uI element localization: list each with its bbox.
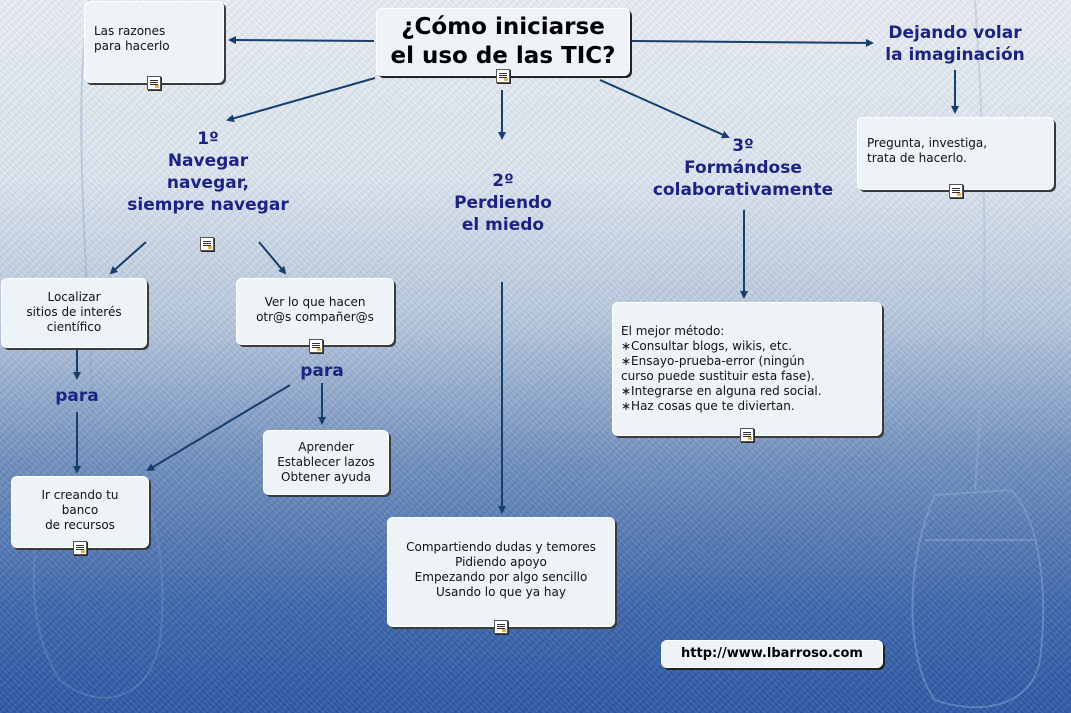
arrow-to-localizar bbox=[109, 241, 147, 275]
main-title: ¿Cómo iniciarse el uso de las TIC? bbox=[376, 8, 630, 76]
mouse-illustration-right bbox=[911, 0, 1045, 709]
box-banco: Ir creando tu banco de recursos bbox=[11, 476, 149, 548]
pregunta-text: Pregunta, investiga, trata de hacerlo. bbox=[867, 136, 988, 165]
note-icon[interactable] bbox=[740, 428, 754, 442]
label-perdiendo: 2º Perdiendo el miedo bbox=[454, 171, 552, 235]
note-icon[interactable] bbox=[496, 69, 510, 83]
label-navegar: 1º Navegar navegar, siempre navegar bbox=[127, 129, 289, 215]
mouse-illustration-left bbox=[32, 0, 164, 699]
razones-text: Las razones para hacerlo bbox=[94, 24, 170, 53]
arrow-to-ver bbox=[258, 241, 287, 275]
ver-text: Ver lo que hacen otr@s compañer@s bbox=[256, 295, 374, 324]
banco-text: Ir creando tu banco de recursos bbox=[41, 488, 119, 532]
label-para-1: para bbox=[55, 386, 99, 406]
label-formandose: 3º Formándose colaborativamente bbox=[652, 136, 834, 200]
note-icon[interactable] bbox=[949, 184, 963, 198]
note-icon[interactable] bbox=[200, 237, 214, 251]
arrow-to-navegar bbox=[226, 77, 376, 123]
metodo-text: El mejor método: ∗Consultar blogs, wikis… bbox=[621, 324, 822, 413]
arrow-to-dejando bbox=[631, 38, 874, 47]
url-link[interactable]: http://www.lbarroso.com bbox=[661, 640, 883, 668]
arrow-ver-to-banco bbox=[146, 384, 291, 472]
box-compartiendo: Compartiendo dudas y temores Pidiendo ap… bbox=[387, 517, 615, 627]
note-icon[interactable] bbox=[73, 541, 87, 555]
arrow-to-formandose bbox=[599, 79, 730, 139]
box-localizar: Localizar sitios de interés científico bbox=[1, 278, 147, 348]
box-metodo: El mejor método: ∗Consultar blogs, wikis… bbox=[612, 302, 882, 436]
note-icon[interactable] bbox=[494, 620, 508, 634]
box-pregunta: Pregunta, investiga, trata de hacerlo. bbox=[857, 117, 1054, 190]
note-icon[interactable] bbox=[147, 76, 161, 90]
aprender-text: Aprender Establecer lazos Obtener ayuda bbox=[277, 440, 375, 484]
label-para-2: para bbox=[300, 361, 344, 381]
localizar-text: Localizar sitios de interés científico bbox=[26, 290, 122, 334]
box-aprender: Aprender Establecer lazos Obtener ayuda bbox=[263, 430, 389, 495]
label-dejando: Dejando volar la imaginación bbox=[885, 23, 1025, 65]
note-icon[interactable] bbox=[309, 339, 323, 353]
box-ver: Ver lo que hacen otr@s compañer@s bbox=[236, 278, 394, 345]
compartiendo-text: Compartiendo dudas y temores Pidiendo ap… bbox=[406, 540, 596, 599]
arrow-to-razones bbox=[228, 36, 375, 45]
box-razones: Las razones para hacerlo bbox=[84, 1, 224, 83]
